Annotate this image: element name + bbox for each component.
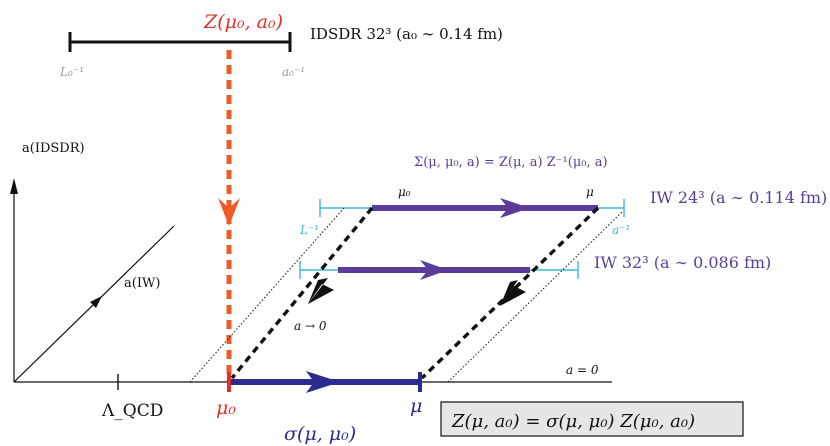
iw24-a-inverse: a⁻¹ [612,223,630,237]
iw24-label: IW 24³ (a ∼ 0.114 fm) [650,188,827,207]
sigma-mu-mu0-label: σ(μ, μ₀) [284,423,356,445]
orange-arrowhead [218,198,240,226]
continuum-limit-label: a → 0 [294,319,327,333]
left-dotted-diagonal [189,207,345,383]
left-dashed-diagonal [230,206,374,380]
iw24-mu0-label: μ₀ [398,185,411,199]
sigma-navy-arrowhead [306,371,340,393]
lambda-label: Λ_QCD [101,401,163,421]
left-dashed-arrowhead [308,278,334,304]
vertical-axis-arrowhead [10,178,18,194]
idsdr-scale-label: IDSDR 32³ (a₀ ∼ 0.14 fm) [310,25,503,43]
idsdr-right-tick-label: a₀⁻¹ [282,65,305,79]
z-mu0-a0-label: Z(μ₀, a₀) [203,11,283,33]
iw-axis-label: a(IW) [124,276,160,291]
iw24-l-inverse: L⁻¹ [299,223,319,237]
formula-box [440,401,744,437]
bottom-mu0-label: μ₀ [216,397,236,419]
iw24-mu-label: μ [586,185,594,199]
iw-axis-arrowhead [90,296,102,308]
formula-box-text: Z(μ, a₀) = σ(μ, μ₀) Z(μ₀, a₀) [451,411,695,432]
bottom-mu-label: μ [410,395,422,417]
right-dashed-arrowhead [500,280,526,306]
sigma-formula: Σ(μ, μ₀, a) = Z(μ, a) Z⁻¹(μ₀, a) [414,155,608,170]
a-zero-label: a = 0 [566,363,599,377]
iw24-purple-arrowhead [500,198,530,218]
iw32-label: IW 32³ (a ∼ 0.086 fm) [594,253,771,272]
y-axis-label: a(IDSDR) [22,141,85,156]
iw32-purple-arrowhead [420,260,448,280]
right-dotted-diagonal [447,211,623,383]
idsdr-left-tick-label: L₀⁻¹ [59,65,84,79]
